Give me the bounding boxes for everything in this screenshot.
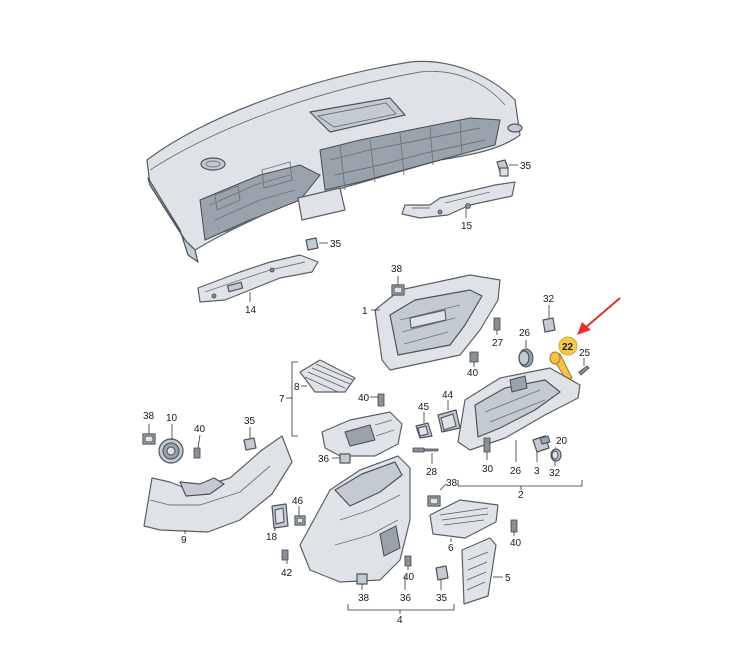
callout-25: 25 <box>579 348 591 359</box>
callout-32-b: 32 <box>549 468 561 479</box>
callout-36-a: 36 <box>318 454 330 465</box>
callout-26-a: 26 <box>519 328 531 339</box>
callout-6: 6 <box>448 543 454 554</box>
part-26-knob <box>518 348 534 368</box>
part-18-bracket <box>271 503 289 529</box>
callout-35-d: 35 <box>436 593 448 604</box>
part-30-screw <box>483 437 491 453</box>
part-46-nut <box>294 515 306 526</box>
callout-20: 20 <box>556 436 568 447</box>
callout-45: 45 <box>418 402 430 413</box>
part-6-storage-tray <box>429 499 499 539</box>
part-40-screw <box>469 351 479 363</box>
part-45-switch <box>415 422 433 439</box>
part-35-clip-top <box>496 159 509 177</box>
callout-4: 4 <box>397 615 403 626</box>
callout-15: 15 <box>461 221 473 232</box>
part-9-lower-trim <box>143 435 293 533</box>
part-35-clip-mid <box>305 237 319 251</box>
part-3-latch <box>532 435 551 453</box>
callout-5: 5 <box>505 573 511 584</box>
part-5-side-panel <box>461 537 497 605</box>
callout-8: 8 <box>294 382 300 393</box>
callout-26-b: 26 <box>510 466 522 477</box>
bracket-2 <box>457 480 583 487</box>
part-32-clip <box>542 317 556 333</box>
bracket-4 <box>347 604 455 611</box>
callout-40-e: 40 <box>403 572 415 583</box>
callout-14: 14 <box>245 305 257 316</box>
callout-28: 28 <box>426 467 438 478</box>
callout-10: 10 <box>166 413 178 424</box>
callout-38-e: 38 <box>358 593 370 604</box>
callout-22: 22 <box>562 342 574 353</box>
part-42-screw <box>281 549 289 561</box>
callout-18: 18 <box>266 532 278 543</box>
callout-35-b: 35 <box>330 239 342 250</box>
callout-30: 30 <box>482 464 494 475</box>
part-44-switch <box>437 409 461 433</box>
part-38-clip-e <box>356 573 368 585</box>
part-1-glovebox-housing <box>374 274 501 371</box>
dashboard-panel <box>146 60 523 263</box>
callout-42: 42 <box>281 568 293 579</box>
red-arrow-indicator <box>577 297 621 335</box>
callout-35-c: 35 <box>244 416 256 427</box>
part-10-vent <box>158 438 184 464</box>
part-25-pin <box>578 365 590 376</box>
callout-46: 46 <box>292 496 304 507</box>
callout-38-a: 38 <box>391 264 403 275</box>
part-35-clip-e <box>435 565 449 581</box>
part-32-bushing <box>550 448 562 462</box>
part-40-screw-e <box>404 555 412 567</box>
part-22-key <box>549 351 573 381</box>
part-38-clip-b <box>427 495 441 507</box>
part-40-screw-d <box>510 519 518 533</box>
part-35-clip-c <box>243 437 257 451</box>
callout-38-c: 38 <box>446 478 458 489</box>
part-38-clip <box>391 284 405 296</box>
callout-1: 1 <box>362 306 368 317</box>
part-8-vent-grille <box>299 359 356 393</box>
callout-44: 44 <box>442 390 454 401</box>
bracket-7 <box>291 361 298 437</box>
callout-2: 2 <box>518 490 524 501</box>
callout-32-a: 32 <box>543 294 555 305</box>
callout-40-d: 40 <box>510 538 522 549</box>
callout-35-a: 35 <box>520 161 532 172</box>
part-27-screw <box>493 317 501 331</box>
part-15-trim-strip <box>401 181 516 219</box>
part-36-clip <box>339 453 351 464</box>
callout-3: 3 <box>534 466 540 477</box>
center-console-trim <box>321 411 403 457</box>
part-28-screw <box>412 447 439 453</box>
part-14-trim-strip <box>197 254 319 303</box>
part-40-screw-b <box>377 393 385 407</box>
part-4-center-trim <box>299 455 411 583</box>
callout-40-a: 40 <box>467 368 479 379</box>
part-38-clip-c <box>142 433 156 445</box>
callout-27: 27 <box>492 338 504 349</box>
part-40-screw-c <box>193 447 201 459</box>
highlight-circle-22 <box>558 336 578 356</box>
callout-36-b: 36 <box>400 593 412 604</box>
callout-40-c: 40 <box>194 424 206 435</box>
callout-38-d: 38 <box>143 411 155 422</box>
callout-40-b: 40 <box>358 393 370 404</box>
callout-7: 7 <box>279 394 285 405</box>
callout-9: 9 <box>181 535 187 546</box>
part-2-glovebox-lid <box>457 367 581 451</box>
